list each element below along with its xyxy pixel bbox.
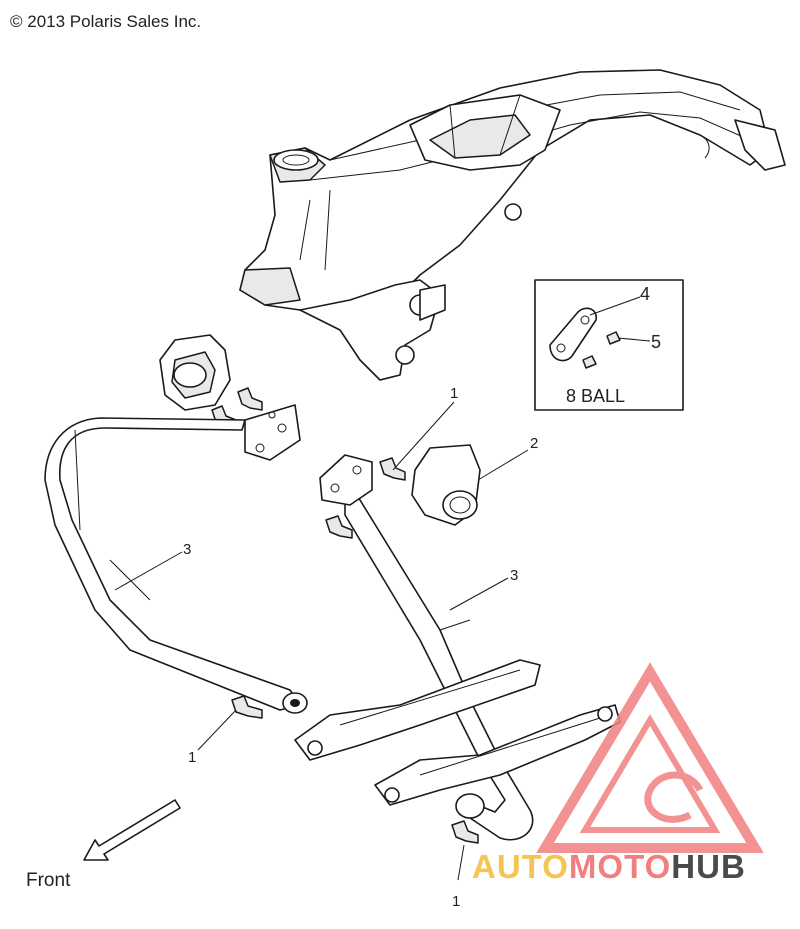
callout-4: 4 bbox=[640, 284, 650, 304]
bolt-right-bottom bbox=[451, 820, 479, 844]
bolt-right-top bbox=[379, 457, 406, 481]
isolator-mount-left bbox=[159, 334, 231, 411]
callout-1-top: 1 bbox=[450, 385, 458, 402]
front-label: Front bbox=[26, 870, 71, 891]
kit-label: 8 BALL bbox=[566, 386, 625, 406]
bolt-upper-left-1 bbox=[237, 387, 263, 411]
callout-3-left: 3 bbox=[183, 541, 191, 558]
callout-1-bottom: 1 bbox=[452, 893, 460, 910]
plate-part-4 bbox=[549, 307, 597, 362]
watermark-logo-icon bbox=[536, 662, 764, 853]
callout-5: 5 bbox=[651, 332, 661, 352]
ball-part-5-a bbox=[606, 331, 621, 345]
callout-1-left: 1 bbox=[188, 749, 196, 766]
vehicle-frame bbox=[239, 69, 786, 381]
callout-2: 2 bbox=[530, 435, 538, 452]
ball-part-5-b bbox=[582, 355, 597, 369]
watermark-text: AUTOMOTOHUB bbox=[472, 848, 746, 885]
copyright-text: © 2013 Polaris Sales Inc. bbox=[10, 12, 201, 31]
bumper-tube-left bbox=[44, 404, 308, 714]
callout-3-right: 3 bbox=[510, 567, 518, 584]
bolt-lower-left bbox=[231, 695, 263, 719]
front-arrow-icon bbox=[83, 799, 181, 861]
kit-box bbox=[534, 279, 684, 411]
bumper-tube-right bbox=[319, 454, 534, 841]
bolt-right-mid bbox=[325, 515, 353, 539]
isolator-right bbox=[411, 444, 481, 526]
